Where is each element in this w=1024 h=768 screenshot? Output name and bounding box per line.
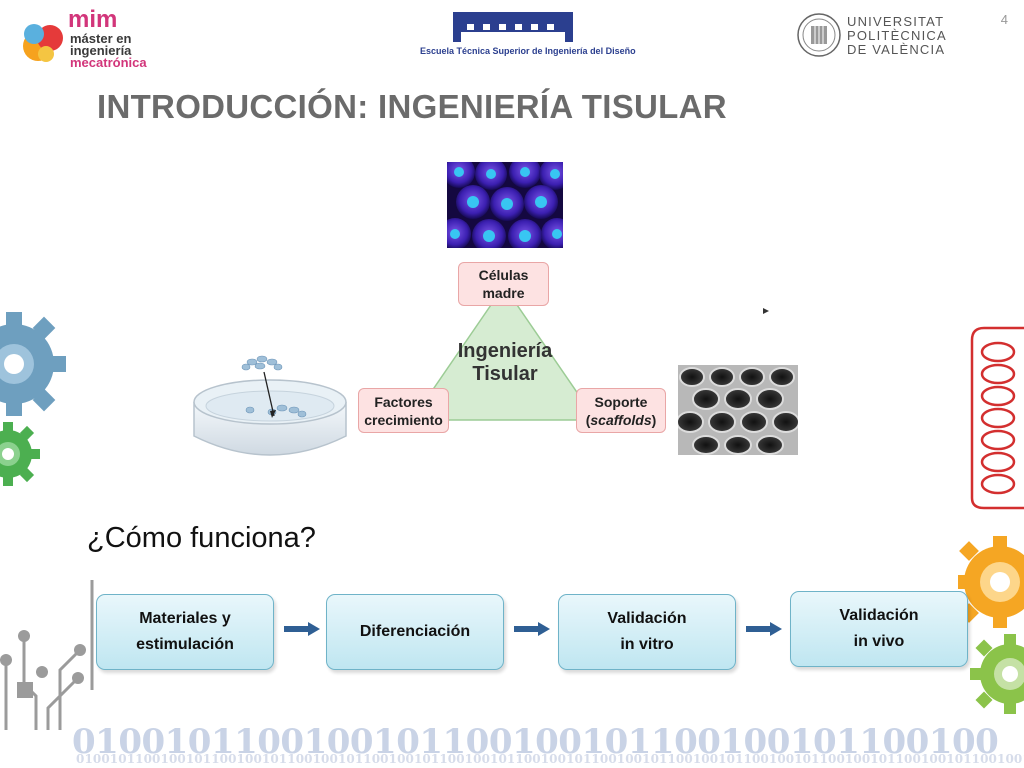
node-scaffold-support: Soporte(scaffolds) bbox=[576, 388, 666, 433]
support-paren-close: ) bbox=[651, 411, 657, 428]
binary-footer: 0100101100100101100100101100100101100100… bbox=[0, 720, 1024, 768]
etsid-building-icon bbox=[453, 12, 573, 42]
flow-arrow-icon bbox=[746, 622, 782, 636]
binary-small-text: 0100101100100101100100101100100101100100… bbox=[76, 752, 1024, 766]
node-stem-cells-line2: madre bbox=[482, 285, 525, 301]
center-label-line2: Tisular bbox=[472, 363, 538, 385]
stem-cells-image bbox=[447, 162, 563, 248]
left-gears-icon bbox=[0, 312, 66, 486]
step1-line2: estimulación bbox=[136, 636, 234, 653]
node-support-line2: (scaffolds) bbox=[586, 411, 657, 429]
upv-seal-icon bbox=[797, 13, 841, 57]
process-step-materials: Materiales y estimulación bbox=[96, 594, 274, 670]
process-step-in-vivo: Validación in vivo bbox=[790, 591, 968, 667]
slide-number: 4 bbox=[1000, 12, 1008, 27]
mim-logo-mark: mim bbox=[68, 6, 118, 33]
small-pointer-icon bbox=[763, 308, 769, 314]
mim-logo-line1: máster en bbox=[70, 31, 132, 46]
petri-dish-image bbox=[193, 355, 347, 456]
node-support-line1: Soporte bbox=[594, 393, 648, 410]
mim-logo-mark-icon bbox=[23, 24, 63, 62]
node-stem-cells: Células madre bbox=[458, 262, 549, 306]
support-scaffolds-italic: scaffolds bbox=[590, 411, 652, 428]
upv-line1: UNIVERSITAT bbox=[847, 14, 945, 29]
triangle-center-label: Ingeniería Tisular bbox=[440, 340, 570, 386]
circuit-lines-icon bbox=[0, 580, 94, 730]
node-growth-factors-line1: Factores bbox=[374, 393, 433, 410]
flow-arrow-icon bbox=[514, 622, 550, 636]
upv-line2: POLITÈCNICA bbox=[847, 28, 947, 43]
mim-logo: mim máster en ingeniería mecatrónica bbox=[18, 6, 148, 69]
mim-logo-line2: ingeniería bbox=[70, 43, 132, 58]
center-label-line1: Ingeniería bbox=[457, 340, 553, 362]
etsid-logo: Escuela Técnica Superior de Ingeniería d… bbox=[420, 12, 636, 60]
step4-line1: Validación bbox=[839, 607, 919, 624]
mim-logo-line3: mecatrónica bbox=[70, 55, 147, 70]
node-growth-factors-line2: crecimiento bbox=[364, 411, 443, 428]
question-heading: ¿Cómo funciona? bbox=[87, 522, 316, 554]
binary-large-text: 0100101100100101100100101100100101100100 bbox=[72, 722, 999, 762]
step2-line1: Diferenciación bbox=[359, 623, 471, 640]
step4-line2: in vivo bbox=[853, 633, 905, 650]
upv-logo: UNIVERSITAT POLITÈCNICA DE VALÈNCIA bbox=[797, 13, 947, 59]
tissue-triangle-shape bbox=[410, 284, 598, 421]
support-paren-open: ( bbox=[585, 411, 591, 428]
step1-line1: Materiales y bbox=[139, 610, 231, 627]
scaffold-microscopy-image bbox=[678, 365, 798, 455]
step3-line1: Validación bbox=[607, 610, 687, 627]
upv-line3: DE VALÈNCIA bbox=[847, 42, 946, 57]
process-step-in-vitro: Validación in vitro bbox=[558, 594, 736, 670]
flow-arrow-icon bbox=[284, 622, 320, 636]
process-step-differentiation: Diferenciación bbox=[326, 594, 504, 670]
step3-line2: in vitro bbox=[620, 636, 674, 653]
coil-spring-icon bbox=[970, 326, 1024, 510]
node-stem-cells-line1: Células bbox=[478, 267, 529, 283]
etsid-caption: Escuela Técnica Superior de Ingeniería d… bbox=[420, 46, 636, 56]
slide-title: INTRODUCCIÓN: INGENIERÍA TISULAR bbox=[97, 88, 727, 125]
